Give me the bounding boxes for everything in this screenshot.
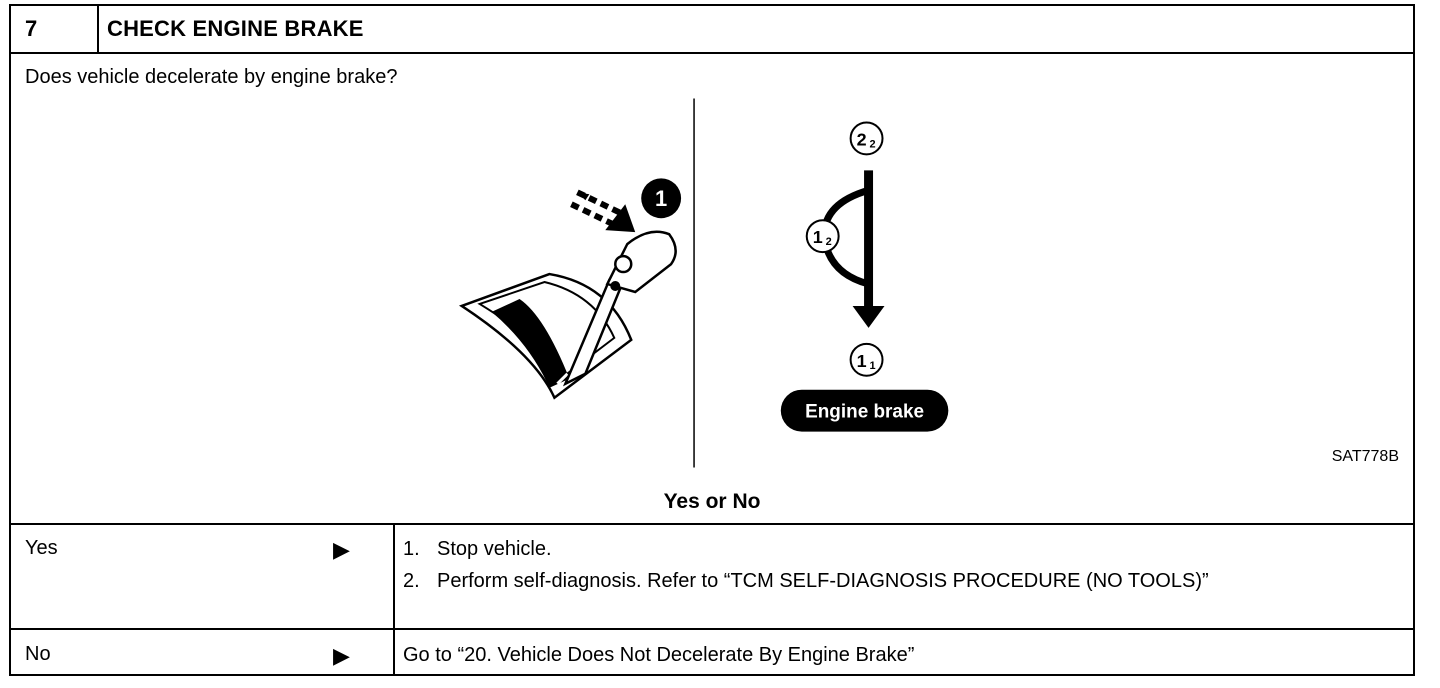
column-divider [393,523,395,676]
yes-or-no-prompt: Yes or No [663,490,761,513]
answer-yes-label: Yes [25,537,58,559]
question-text: Does vehicle decelerate by engine brake? [25,66,398,88]
answer-yes-arrow-icon: ▶ [333,537,350,562]
procedure-table: 7 CHECK ENGINE BRAKE Does vehicle decele… [9,4,1415,676]
position-1-2: 1 [813,227,823,247]
position-1-1: 1 [857,351,867,371]
position-2: 2 [857,129,867,149]
answer-yes-actions: 1. Stop vehicle. 2. Perform self-diagnos… [403,533,1363,597]
position-1-2-sub: 2 [826,236,832,248]
step-title: CHECK ENGINE BRAKE [107,16,364,41]
answer-no-label: No [25,643,51,665]
row-divider [11,628,1413,630]
answer-no-action: Go to “20. Vehicle Does Not Decelerate B… [403,644,915,666]
engine-brake-illustration: 1 2 2 1 2 1 1 Engine brake [458,98,949,468]
step-badge-icon [641,178,682,219]
step-number: 7 [11,6,99,52]
motion-arrow-icon [570,189,636,233]
answers-divider [11,523,1413,525]
answer-no-arrow-icon: ▶ [333,643,350,668]
engine-brake-label: Engine brake [805,402,924,423]
position-diagram: 2 2 1 2 1 1 Engine brake [780,121,949,432]
list-item: 2. Perform self-diagnosis. Refer to “TCM… [403,570,1209,592]
position-1-1-sub: 1 [869,360,875,372]
engine-brake-badge [780,389,949,432]
step-badge-number: 1 [655,186,667,211]
list-item: 1. Stop vehicle. [403,538,552,560]
position-2-sub: 2 [869,138,875,150]
shift-selector-icon [458,230,677,400]
figure-code: SAT778B [1331,448,1399,465]
title-row: 7 CHECK ENGINE BRAKE [11,6,1413,54]
